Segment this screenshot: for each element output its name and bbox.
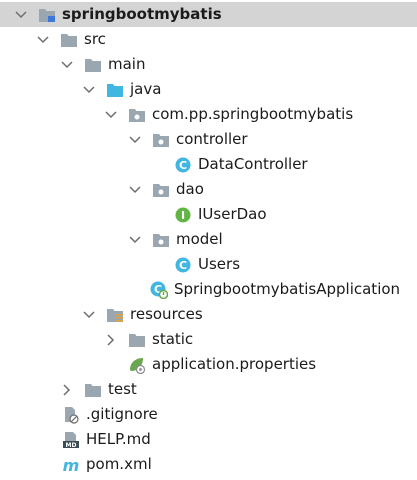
chevron-down-icon[interactable] [104, 108, 118, 122]
module-folder-icon [38, 6, 56, 24]
class-icon: C [174, 256, 192, 274]
tree-node-label: pom.xml [86, 455, 152, 473]
tree-node-label: Users [198, 255, 241, 273]
tree-node-springbootmybatis[interactable]: springbootmybatis [0, 2, 417, 27]
tree-node-label: com.pp.springbootmybatis [152, 105, 354, 123]
tree-node-test[interactable]: test [0, 377, 417, 402]
svg-text:I: I [181, 209, 185, 222]
resources-folder-icon [106, 306, 124, 324]
tree-node-controller[interactable]: controller [0, 127, 417, 152]
chevron-down-icon[interactable] [82, 308, 96, 322]
folder-icon [84, 381, 102, 399]
package-icon [152, 231, 170, 249]
svg-text:m: m [63, 457, 80, 473]
tree-node-label: SpringbootmybatisApplication [174, 280, 401, 298]
chevron-down-icon[interactable] [128, 183, 142, 197]
folder-icon [128, 331, 146, 349]
svg-text:C: C [154, 283, 162, 296]
svg-text:MD: MD [66, 442, 77, 449]
tree-node-gitignore[interactable]: .gitignore [0, 402, 417, 427]
tree-node-label: static [152, 330, 194, 348]
tree-node-static[interactable]: static [0, 327, 417, 352]
source-root-folder-icon [106, 81, 124, 99]
tree-node-model[interactable]: model [0, 227, 417, 252]
chevron-down-icon[interactable] [14, 8, 28, 22]
maven-icon: m [62, 456, 80, 474]
tree-node-label: resources [130, 305, 203, 323]
tree-node-label: springbootmybatis [62, 5, 222, 23]
chevron-right-icon[interactable] [104, 333, 118, 347]
svg-text:C: C [179, 159, 187, 172]
spring-boot-class-icon: C [150, 281, 168, 299]
tree-node-label: IUserDao [198, 205, 267, 223]
class-icon: C [174, 156, 192, 174]
tree-node-main[interactable]: main [0, 52, 417, 77]
chevron-down-icon[interactable] [60, 58, 74, 72]
tree-node-label: application.properties [152, 355, 317, 373]
folder-icon [84, 56, 102, 74]
tree-node-resources[interactable]: resources [0, 302, 417, 327]
tree-node-label: main [108, 55, 146, 73]
chevron-down-icon[interactable] [82, 83, 96, 97]
svg-text:C: C [179, 259, 187, 272]
interface-icon: I [174, 206, 192, 224]
package-icon [128, 106, 146, 124]
tree-node-help-md[interactable]: MD HELP.md [0, 427, 417, 452]
tree-node-datacontroller[interactable]: C DataController [0, 152, 417, 177]
spring-properties-icon [128, 356, 146, 374]
tree-node-label: test [108, 380, 137, 398]
tree-node-iuserdao[interactable]: I IUserDao [0, 202, 417, 227]
package-icon [152, 131, 170, 149]
tree-node-java[interactable]: java [0, 77, 417, 102]
tree-node-pom-xml[interactable]: m pom.xml [0, 452, 417, 477]
tree-node-package-root[interactable]: com.pp.springbootmybatis [0, 102, 417, 127]
tree-node-src[interactable]: src [0, 27, 417, 52]
chevron-down-icon[interactable] [128, 133, 142, 147]
tree-node-label: HELP.md [86, 430, 151, 448]
tree-node-label: dao [176, 180, 204, 198]
chevron-down-icon[interactable] [128, 233, 142, 247]
tree-node-label: .gitignore [86, 405, 158, 423]
tree-node-label: src [84, 30, 106, 48]
chevron-right-icon[interactable] [60, 383, 74, 397]
tree-node-application-properties[interactable]: application.properties [0, 352, 417, 377]
ignored-file-icon [62, 406, 80, 424]
tree-node-springbootmybatisapplication[interactable]: C SpringbootmybatisApplication [0, 277, 417, 302]
tree-node-label: java [130, 80, 162, 98]
folder-icon [60, 31, 78, 49]
tree-node-dao[interactable]: dao [0, 177, 417, 202]
tree-node-users[interactable]: C Users [0, 252, 417, 277]
package-icon [152, 181, 170, 199]
tree-node-label: DataController [198, 155, 308, 173]
markdown-file-icon: MD [62, 431, 80, 449]
tree-node-label: model [176, 230, 223, 248]
tree-node-label: controller [176, 130, 248, 148]
chevron-down-icon[interactable] [36, 33, 50, 47]
